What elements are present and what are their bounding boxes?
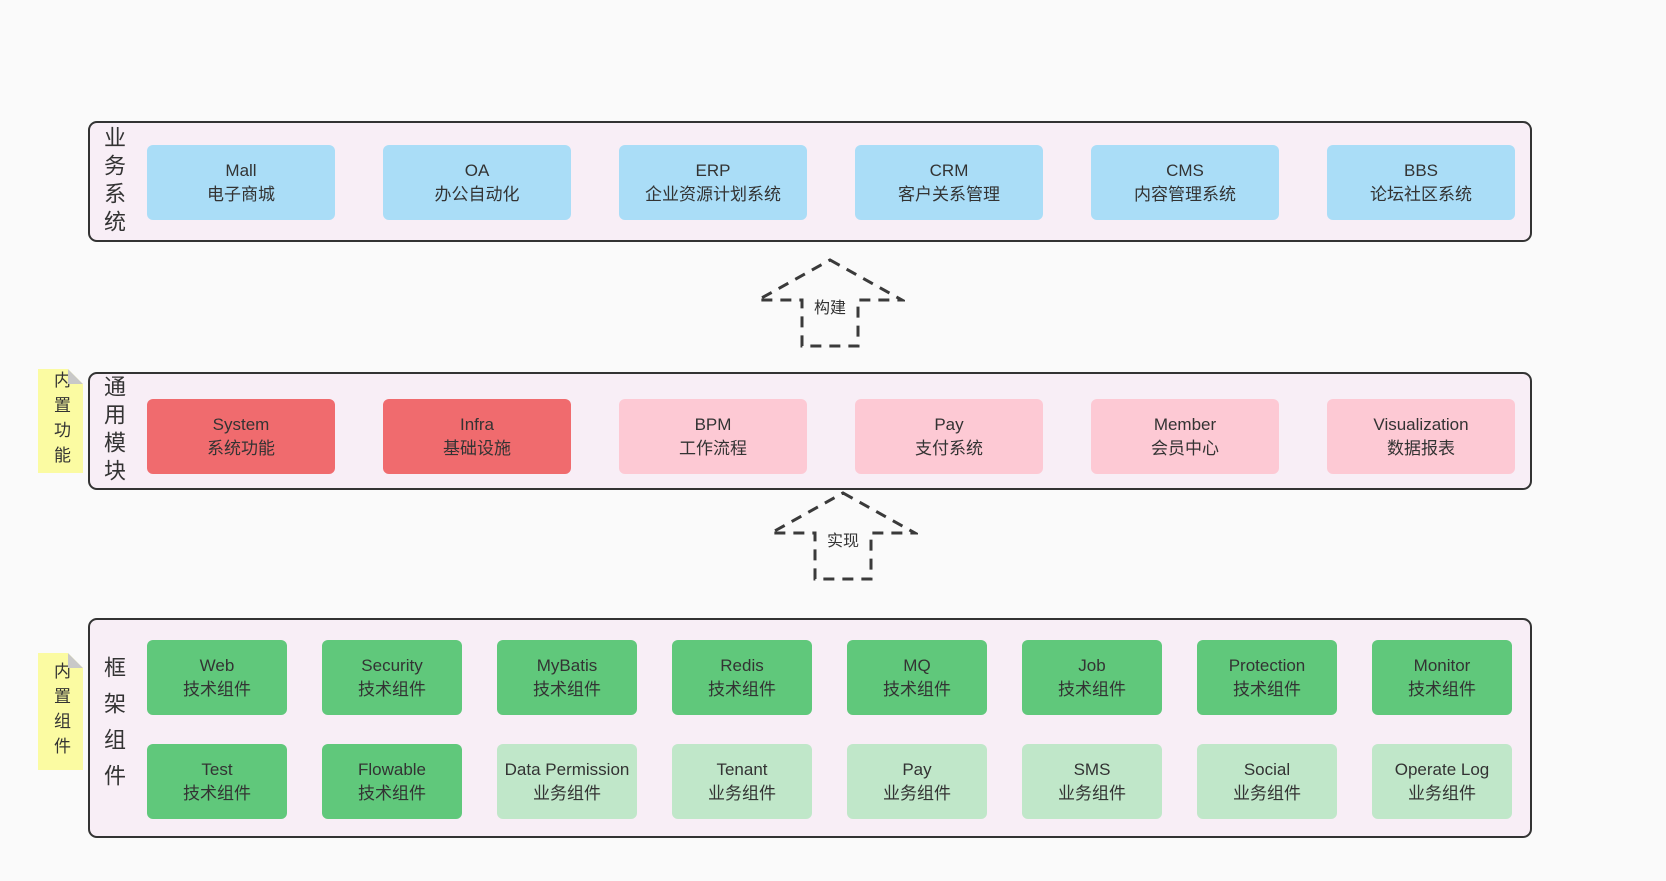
module-box-system: System 系统功能 — [147, 399, 335, 474]
folded-corner-icon — [68, 653, 83, 668]
module-box-member: Member 会员中心 — [1091, 399, 1279, 474]
module-box-crm: CRM 客户关系管理 — [855, 145, 1043, 220]
component-box-flowable: Flowable 技术组件 — [322, 744, 462, 819]
component-box-tenant: Tenant 业务组件 — [672, 744, 812, 819]
build-arrow-label: 构建 — [810, 293, 850, 319]
component-box-monitor: Monitor 技术组件 — [1372, 640, 1512, 715]
component-box-mq: MQ 技术组件 — [847, 640, 987, 715]
component-box-web: Web 技术组件 — [147, 640, 287, 715]
module-box-infra: Infra 基础设施 — [383, 399, 571, 474]
component-box-job: Job 技术组件 — [1022, 640, 1162, 715]
folded-corner-icon — [68, 369, 83, 384]
module-box-pay: Pay 支付系统 — [855, 399, 1043, 474]
module-box-bbs: BBS 论坛社区系统 — [1327, 145, 1515, 220]
common-modules-row: System 系统功能 Infra 基础设施 BPM 工作流程 Pay 支付系统… — [147, 399, 1515, 474]
component-box-pay: Pay 业务组件 — [847, 744, 987, 819]
component-box-security: Security 技术组件 — [322, 640, 462, 715]
module-box-mall: Mall 电子商城 — [147, 145, 335, 220]
module-box-cms: CMS 内容管理系统 — [1091, 145, 1279, 220]
implement-arrow: 实现 — [768, 490, 918, 582]
component-box-test: Test 技术组件 — [147, 744, 287, 819]
layer-label-business-systems: 业务系统 — [101, 125, 126, 238]
layer-label-common-modules: 通用模块 — [101, 375, 126, 487]
implement-arrow-label: 实现 — [823, 526, 863, 552]
framework-components-container: 框架组件 Web 技术组件 Security 技术组件 MyBatis 技术组件… — [88, 618, 1532, 838]
component-box-redis: Redis 技术组件 — [672, 640, 812, 715]
layer-label-framework-components: 框架组件 — [101, 656, 126, 800]
module-box-oa: OA 办公自动化 — [383, 145, 571, 220]
module-box-visualization: Visualization 数据报表 — [1327, 399, 1515, 474]
build-arrow: 构建 — [755, 257, 905, 349]
component-box-sms: SMS 业务组件 — [1022, 744, 1162, 819]
component-box-mybatis: MyBatis 技术组件 — [497, 640, 637, 715]
framework-components-row-1: Web 技术组件 Security 技术组件 MyBatis 技术组件 Redi… — [147, 640, 1512, 715]
component-box-protection: Protection 技术组件 — [1197, 640, 1337, 715]
framework-components-row-2: Test 技术组件 Flowable 技术组件 Data Permission … — [147, 744, 1512, 819]
module-box-bpm: BPM 工作流程 — [619, 399, 807, 474]
component-box-social: Social 业务组件 — [1197, 744, 1337, 819]
business-systems-container: 业务系统 Mall 电子商城 OA 办公自动化 ERP 企业资源计划系统 CRM… — [88, 121, 1532, 242]
business-systems-row: Mall 电子商城 OA 办公自动化 ERP 企业资源计划系统 CRM 客户关系… — [147, 145, 1515, 220]
sticky-note-builtin-features: 内置功能 — [38, 369, 83, 473]
component-box-data-permission: Data Permission 业务组件 — [497, 744, 637, 819]
common-modules-container: 通用模块 System 系统功能 Infra 基础设施 BPM 工作流程 Pay… — [88, 372, 1532, 490]
component-box-operate-log: Operate Log 业务组件 — [1372, 744, 1512, 819]
sticky-note-builtin-components: 内置组件 — [38, 653, 83, 770]
module-box-erp: ERP 企业资源计划系统 — [619, 145, 807, 220]
